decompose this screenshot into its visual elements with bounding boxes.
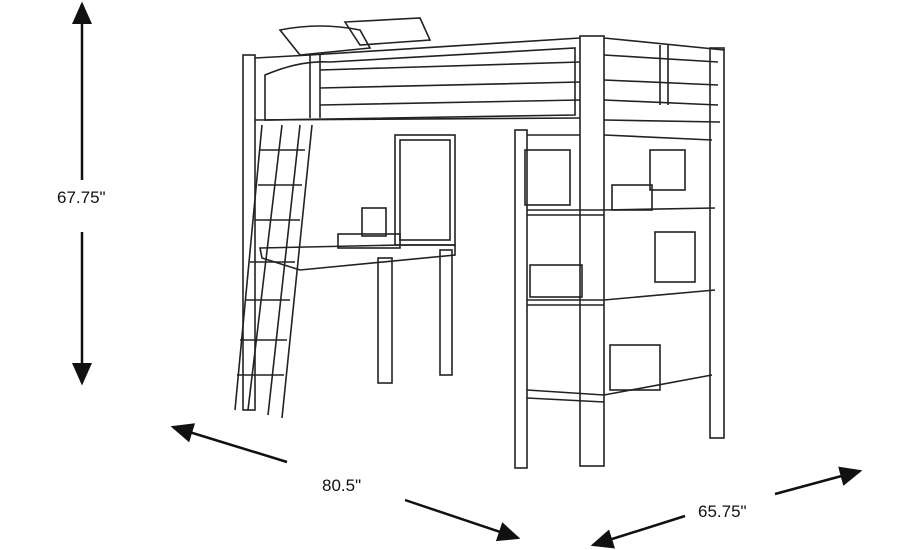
- width-label: 80.5": [322, 476, 362, 496]
- bed-illustration: [234, 17, 725, 469]
- width-arrow: [170, 423, 521, 542]
- depth-label: 65.75": [698, 502, 747, 522]
- height-label: 67.75": [57, 188, 106, 208]
- depth-arrow: [590, 466, 863, 549]
